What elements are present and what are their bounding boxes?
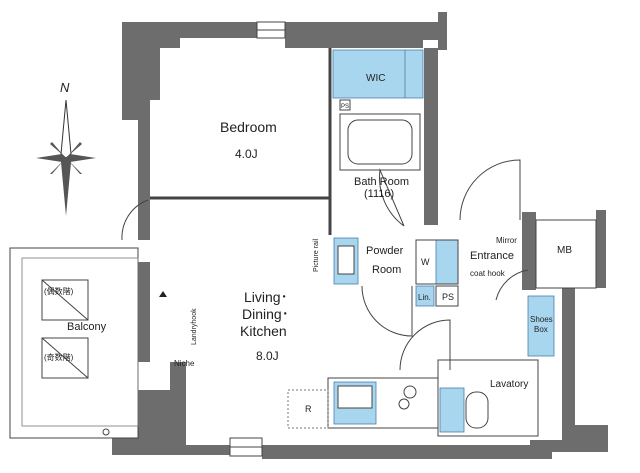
wall-top-right xyxy=(285,22,438,48)
bedroom-size: 4.0J xyxy=(235,147,258,161)
door-swings xyxy=(121,159,529,371)
bath-room-size: (1116) xyxy=(364,188,394,200)
shoes-box-label-2: Box xyxy=(534,325,548,334)
mb-label: MB xyxy=(557,245,572,256)
shoes-box-label-1: Shoes xyxy=(530,315,553,324)
ldk-label-3: Kitchen xyxy=(240,323,287,339)
entrance-label: Entrance xyxy=(470,250,514,262)
bedroom-label: Bedroom xyxy=(220,119,277,135)
wall-top-left xyxy=(122,22,257,120)
ps-box-top xyxy=(339,99,351,111)
powder-room-label-2: Room xyxy=(372,264,401,276)
niche-label: Niche xyxy=(174,359,195,368)
ps-label: PS xyxy=(442,292,454,302)
ps-top-label: PS xyxy=(341,104,349,110)
wall-mb-right xyxy=(596,210,606,288)
wall-left-lower xyxy=(138,262,150,362)
wall-left-upper xyxy=(138,100,150,240)
compass-north-label: N xyxy=(60,80,70,95)
fridge-label: R xyxy=(305,404,312,414)
wic-label: WIC xyxy=(366,73,385,84)
outdoor-unit-even-label: (偶数階) xyxy=(44,286,74,296)
ldk-label-1: Living･ xyxy=(244,289,288,305)
mb-box xyxy=(535,219,597,289)
windows xyxy=(229,21,286,457)
landry-hook-label: Landryhook xyxy=(191,308,198,345)
wall-bath-right xyxy=(424,12,447,225)
lavatory-label: Lavatory xyxy=(490,379,528,390)
marker-triangle xyxy=(159,291,167,297)
wic-shelf xyxy=(332,49,424,99)
wall-mb-top xyxy=(522,212,536,290)
shoes-box xyxy=(527,295,555,357)
lavatory-room xyxy=(437,359,539,437)
outdoor-unit-odd-label: (奇数階) xyxy=(44,352,74,362)
linen-box xyxy=(415,285,435,307)
fridge-space xyxy=(287,389,329,429)
balcony-label: Balcony xyxy=(67,321,107,333)
kitchen-counter xyxy=(327,377,439,429)
linen-label: Lin. xyxy=(418,293,431,302)
bath-room-label: Bath Room xyxy=(354,176,409,188)
walls xyxy=(112,12,608,459)
coat-hook-label: coat hook xyxy=(470,269,506,278)
wall-right-lower xyxy=(530,285,608,452)
wall-bottom-left xyxy=(112,362,230,455)
washer-label: W xyxy=(421,257,430,267)
toilet xyxy=(439,387,489,433)
mirror-label: Mirror xyxy=(496,236,517,245)
picture-rail-label: Picture rail xyxy=(313,238,320,272)
balcony-area xyxy=(9,247,139,439)
powder-room-label-1: Powder xyxy=(366,245,404,257)
washer-area xyxy=(435,239,459,285)
ldk-label-2: Dining･ xyxy=(242,306,289,322)
wall-bottom-mid xyxy=(262,445,552,459)
ldk-size: 8.0J xyxy=(256,349,279,363)
bathtub xyxy=(339,113,421,171)
compass-rose: N xyxy=(36,80,96,216)
